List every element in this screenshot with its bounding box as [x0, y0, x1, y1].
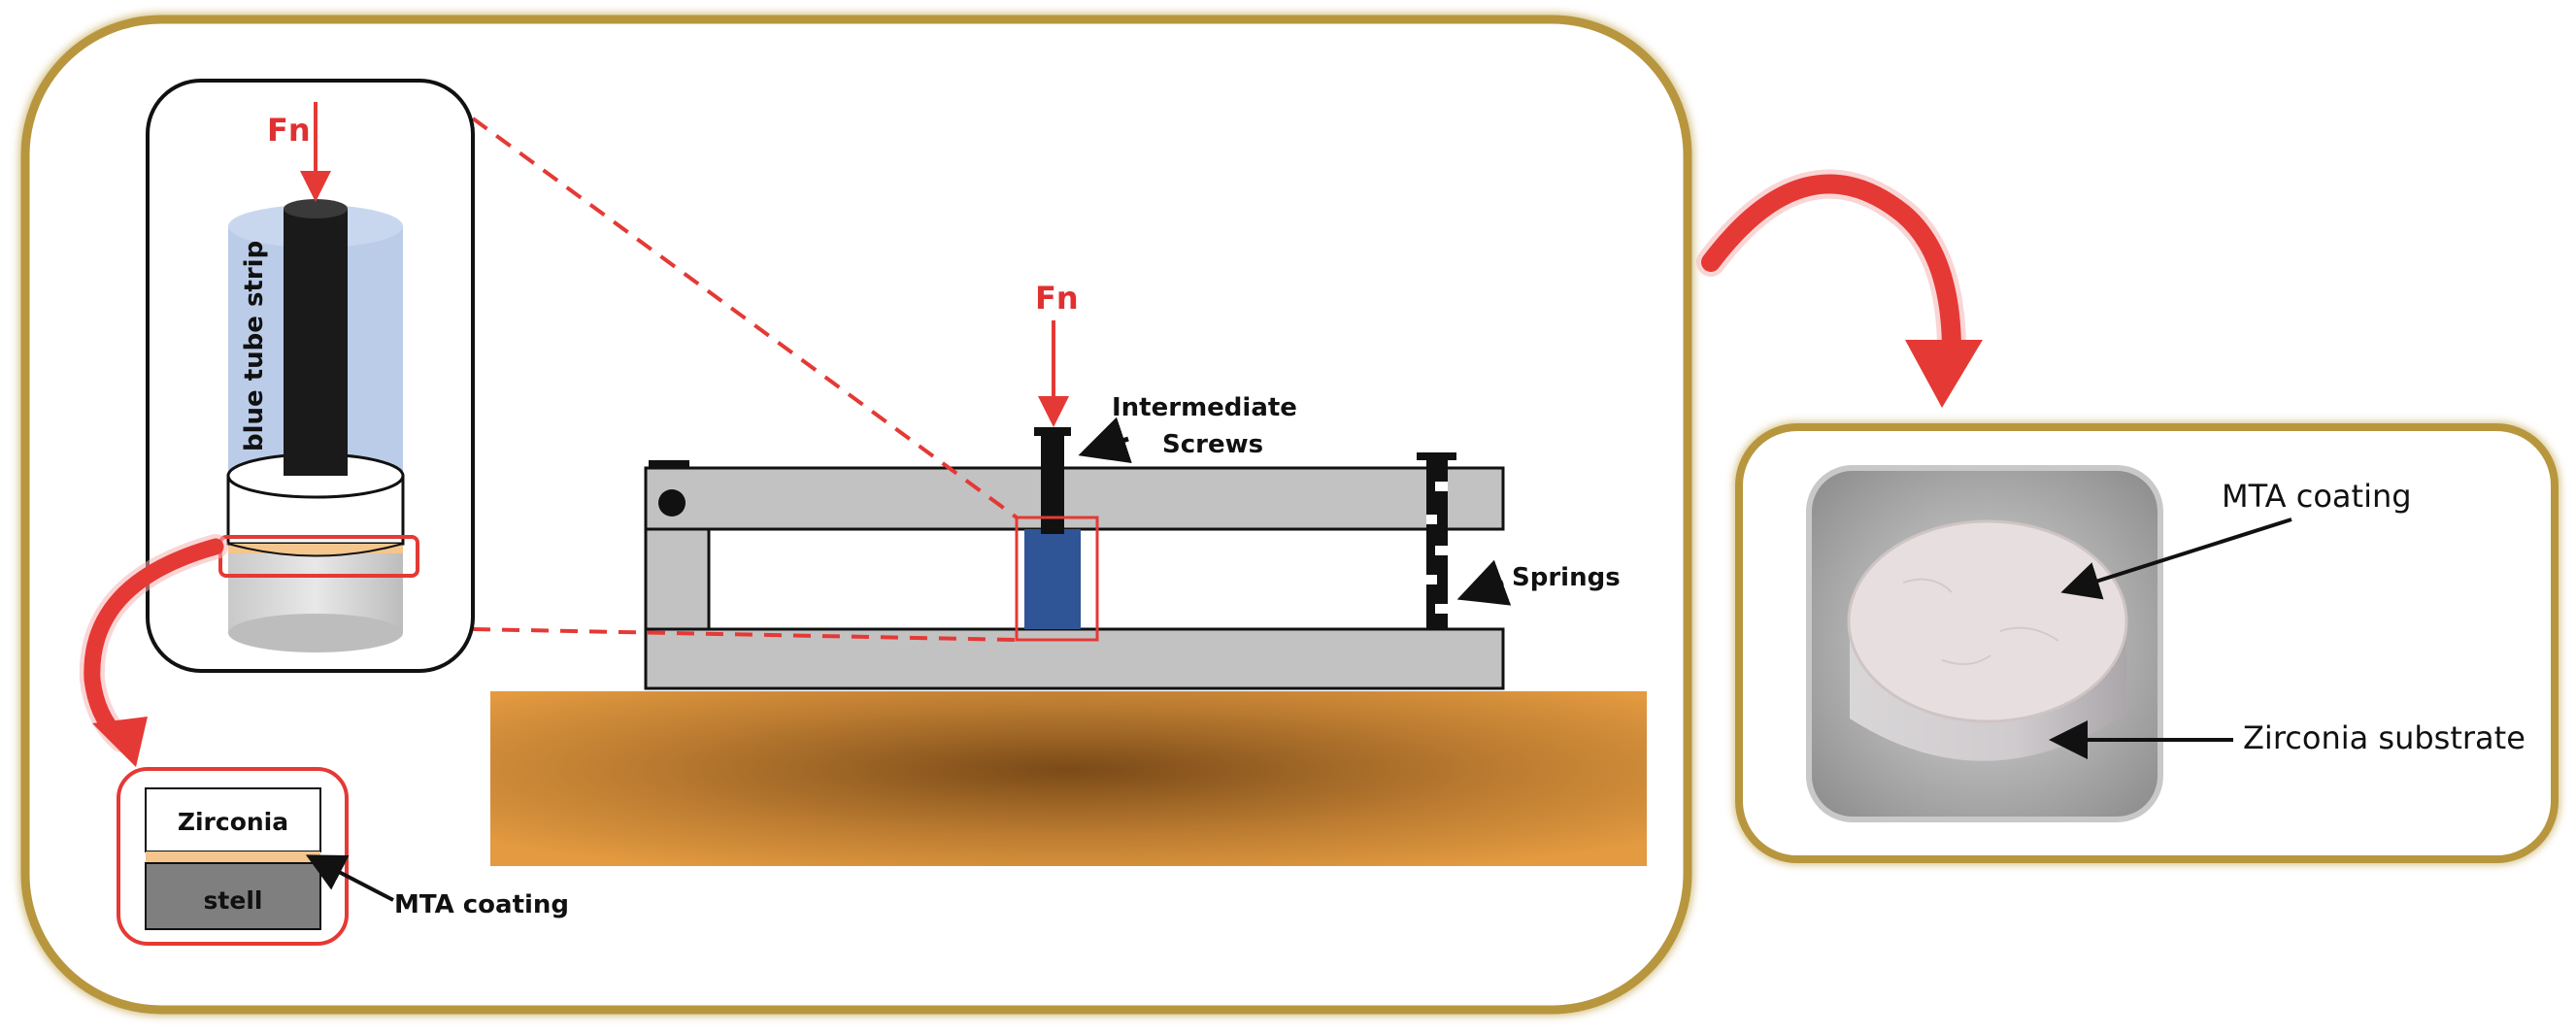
photo-zirconia-substrate-callout: Zirconia substrate: [2049, 719, 2526, 759]
pointer-arrow-icon: [1456, 559, 1512, 606]
steel-label: stell: [204, 886, 263, 915]
specimen-photo: [1806, 465, 2163, 822]
blue-tube-strip-label: blue tube strip: [240, 241, 269, 451]
pointer-arrow-icon: [305, 854, 394, 902]
intermediate-screw: [1041, 435, 1064, 529]
photo-mta-coating-callout: MTA coating: [2060, 478, 2412, 600]
specimen-highlight-box: [1015, 516, 1099, 642]
force-label-inset: Fn: [267, 112, 311, 149]
layer-detail: Zirconia stell: [117, 767, 349, 946]
wooden-base: [490, 691, 1647, 866]
spring-screw: [1417, 452, 1456, 629]
force-label-main: Fn: [1035, 280, 1079, 317]
left-post: [644, 527, 711, 631]
tube-detail-inset: blue tube strip: [146, 79, 475, 673]
intermediate-screws-label-line2: Screws: [1162, 430, 1263, 459]
screw-force: Fn: [1035, 280, 1079, 427]
mta-coating-label: MTA coating: [394, 890, 569, 919]
pointer-arrow-icon: [2060, 518, 2292, 600]
photo-zirconia-substrate-label: Zirconia substrate: [2243, 719, 2526, 756]
hinge-pin: [658, 489, 686, 517]
pointer-arrow-icon: [1078, 417, 1132, 464]
inset-force: Fn: [267, 102, 331, 202]
zirconia-layer: [145, 787, 321, 852]
mta-coating-callout: MTA coating: [305, 854, 569, 919]
mta-layer: [146, 851, 320, 863]
springs-label: Springs: [1512, 563, 1621, 592]
loading-rod: [284, 209, 348, 476]
steel-layer: [145, 862, 321, 930]
curved-arrow-icon: [1696, 169, 1983, 408]
zirconia-label: Zirconia: [178, 808, 288, 836]
curved-arrow-icon: [79, 534, 228, 767]
intermediate-screws-callout: Intermediate Screws: [1078, 393, 1297, 464]
zoom-lines: [471, 117, 1019, 642]
intermediate-screws-label-line1: Intermediate: [1112, 393, 1297, 422]
clamp-fixture: [644, 427, 1505, 690]
springs-callout: Springs: [1456, 559, 1621, 606]
blue-specimen: [1024, 529, 1081, 629]
bottom-plate: [644, 627, 1505, 690]
top-plate: [644, 466, 1505, 531]
photo-mta-coating-label: MTA coating: [2222, 478, 2412, 515]
